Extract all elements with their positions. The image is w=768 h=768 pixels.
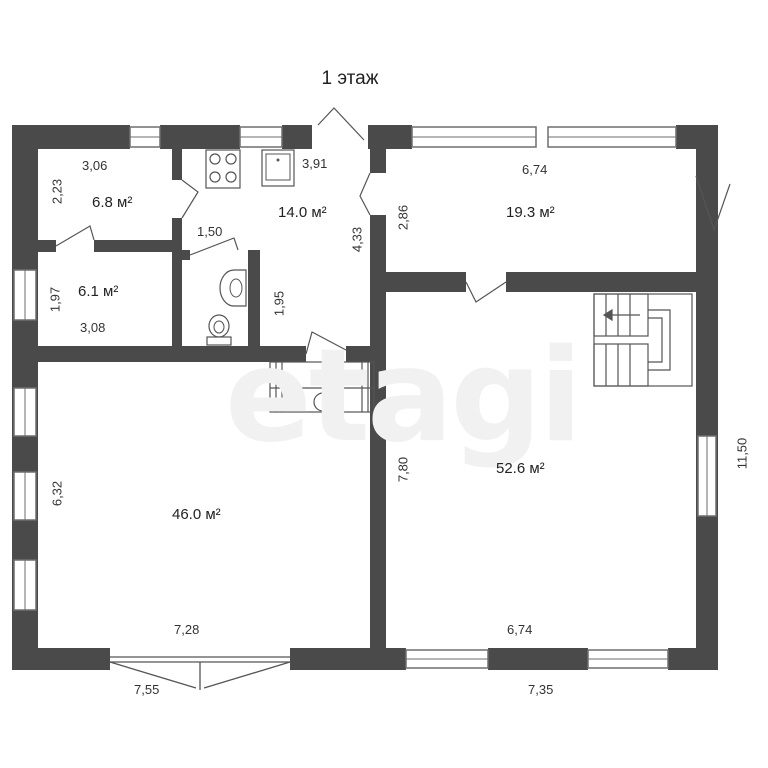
dim-room-a-width: 3,06 <box>82 158 108 173</box>
wall-bottom-4 <box>668 648 718 670</box>
area-hall-right: 52.6 м² <box>496 460 545 477</box>
dim-outer-bottom-right: 7,35 <box>528 682 554 697</box>
dim-room-a-height: 2,23 <box>49 178 65 205</box>
watermark: etagi <box>225 322 583 471</box>
dim-hall-right-width: 6,74 <box>507 622 533 637</box>
interior-walls <box>36 125 718 650</box>
entrance-door <box>109 656 291 690</box>
dim-room-c-width: 6,74 <box>522 162 548 177</box>
wall-top-5 <box>676 125 718 149</box>
wall-top-3 <box>282 125 312 149</box>
area-hall-left: 46.0 м² <box>172 506 221 523</box>
dim-room-c-height: 2,86 <box>395 204 411 231</box>
kitchen-sink <box>261 149 295 187</box>
dim-kitchen-height: 4,33 <box>349 226 365 253</box>
dim-hall-right-height: 7,80 <box>395 456 411 483</box>
dim-hall-left-width: 7,28 <box>174 622 200 637</box>
wall-bottom-3 <box>488 648 588 670</box>
stairs-corridor <box>269 361 375 413</box>
stove <box>205 149 241 189</box>
stairs-right <box>593 293 693 387</box>
dim-bathroom-width: 1,50 <box>197 224 223 239</box>
dim-kitchen-width: 3,91 <box>302 156 328 171</box>
interior-doors <box>55 107 731 355</box>
dim-bathroom-height: 1,95 <box>271 290 287 317</box>
area-room-a: 6.8 м² <box>92 194 133 211</box>
wall-top-1 <box>12 125 130 149</box>
outer-walls <box>12 125 718 670</box>
area-room-b: 6.1 м² <box>78 283 119 300</box>
bathroom-sink <box>219 269 247 307</box>
dim-outer-bottom-left: 7,55 <box>134 682 160 697</box>
toilet <box>206 314 232 346</box>
wall-bottom-1 <box>12 648 110 670</box>
dim-room-b-width: 3,08 <box>80 320 106 335</box>
dim-outer-right: 11,50 <box>734 437 750 470</box>
area-room-c: 19.3 м² <box>506 204 555 221</box>
dim-hall-left-height: 6,32 <box>49 480 65 507</box>
wall-right <box>696 125 718 670</box>
floor-title: 1 этаж <box>321 68 379 89</box>
area-kitchen: 14.0 м² <box>278 204 327 221</box>
dim-room-b-height: 1,97 <box>47 286 63 313</box>
wall-bottom-2 <box>290 648 406 670</box>
